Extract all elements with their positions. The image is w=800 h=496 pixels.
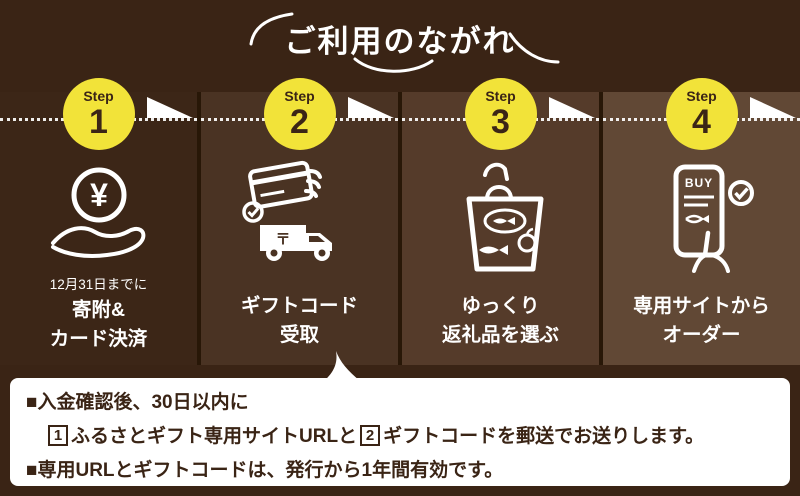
step-number: 1	[89, 103, 108, 141]
step-word: Step	[485, 88, 516, 104]
step-column-3: Step 3 ゆっくり 返礼品を選ぶ	[402, 78, 599, 365]
smartphone-order-icon: BUY	[603, 154, 800, 284]
yen-mark: ¥	[90, 177, 108, 213]
step-column-4: Step 4 BUY 専用サイトから オーダー	[603, 78, 800, 365]
yen-coin-hand-icon: ¥	[0, 154, 197, 284]
step-badge-4: Step 4	[665, 78, 738, 150]
page-title: ご利用のながれ	[284, 24, 516, 60]
decorative-swash-under-icon	[352, 56, 436, 78]
step-column-1: Step 1 ¥ 12月31日までに 寄附& カード決済	[0, 78, 197, 365]
step-word: Step	[83, 88, 114, 104]
step-word: Step	[284, 88, 315, 104]
decorative-swash-right-icon	[508, 32, 560, 66]
decorative-swash-left-icon	[248, 12, 296, 46]
step-word: Step	[686, 88, 717, 104]
arrow-right-icon	[549, 97, 595, 118]
step-deadline-note: 12月31日までに	[49, 277, 148, 292]
numbox-1: 1	[48, 424, 68, 446]
postal-mark: 〒	[275, 231, 290, 248]
step-number: 3	[491, 103, 510, 141]
note-line2-text-a: ふるさとギフト専用サイトURLと	[71, 425, 358, 447]
arrow-right-icon	[147, 97, 193, 118]
buy-label: BUY	[684, 176, 712, 190]
arrow-right-icon	[348, 97, 394, 118]
step-number: 2	[290, 103, 309, 141]
step-badge-2: Step 2	[263, 78, 336, 150]
step-badge-1: Step 1	[62, 78, 135, 150]
arrow-right-icon	[750, 97, 796, 118]
step-number: 4	[692, 103, 711, 141]
credit-card-delivery-truck-icon: 〒	[201, 154, 398, 284]
note-line2-text-b: ギフトコードを郵送でお送りします。	[383, 425, 705, 447]
step-label-3: ゆっくり 返礼品を選ぶ	[441, 295, 559, 346]
step-column-2: Step 2	[201, 78, 398, 365]
step-badge-3: Step 3	[464, 78, 537, 150]
step-label-2: ギフトコード 受取	[240, 295, 358, 346]
note-line-3: ■専用URLとギフトコードは、発行から1年間有効です。	[26, 459, 504, 481]
numbox-2: 2	[360, 424, 381, 446]
note-line-1: ■入金確認後、30日以内に	[26, 392, 249, 413]
step-label-4: 専用サイトから オーダー	[633, 295, 770, 346]
shopping-bag-icon	[402, 154, 599, 284]
step-label-1: 寄附& カード決済	[49, 299, 148, 350]
speech-bubble-tail	[324, 351, 364, 386]
steps-row: Step 1 ¥ 12月31日までに 寄附& カード決済 Step 2	[0, 78, 800, 365]
